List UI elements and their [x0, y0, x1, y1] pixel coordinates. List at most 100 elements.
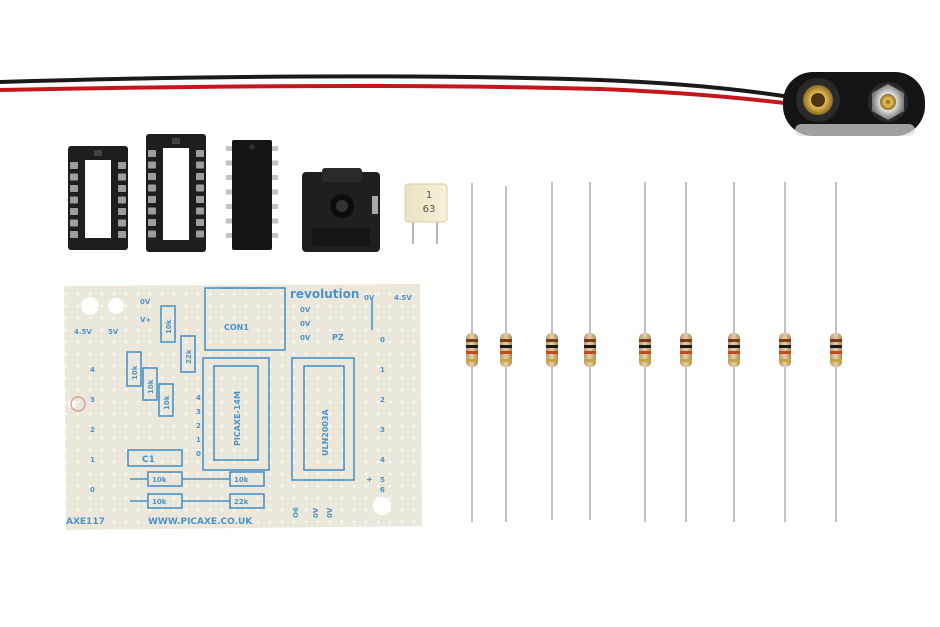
resistor: [584, 182, 596, 520]
pcb-label-10k: 10k: [163, 395, 171, 410]
pcb-board: revolution WWW.PICAXE.CO.UK AXE117 CON1 …: [64, 284, 422, 530]
socket-contact: [118, 162, 126, 169]
socket-contact: [148, 230, 156, 238]
pcb-pin-number: 6: [380, 486, 385, 494]
resistor: [500, 186, 512, 522]
pcb-label-0v: 0V: [140, 298, 151, 306]
socket-contact: [70, 162, 78, 169]
pcb-pin-number: 4: [196, 394, 201, 402]
pcb-label-0v: 0V: [300, 320, 311, 328]
chip-pin: [226, 160, 232, 166]
chip-pin: [272, 204, 278, 209]
chip-pin: [272, 175, 278, 180]
wire-black: [0, 74, 811, 102]
chip-pin: [272, 233, 278, 238]
audio-jack: [302, 168, 380, 252]
pcb-pin-number: 5: [380, 476, 385, 484]
socket-contact: [196, 173, 204, 180]
chip-pin: [272, 160, 278, 166]
chip-pin: [226, 175, 232, 180]
chip-pin: [226, 146, 232, 151]
pcb-label-0v: 0V: [300, 306, 311, 314]
pcb-brand: revolution: [290, 287, 359, 301]
pcb-cap-label: C1: [142, 455, 155, 465]
pcb-label-0v: 0V: [364, 294, 375, 302]
pcb-pin-number: 1: [380, 366, 385, 374]
socket-contact: [196, 161, 204, 169]
socket-contact: [70, 208, 78, 215]
resistor: [779, 182, 791, 522]
socket-contact: [148, 196, 156, 203]
pcb-pin-number: 1: [90, 456, 95, 464]
pcb-label-4-5v: 4.5V: [74, 328, 92, 336]
socket-contact: [148, 219, 156, 226]
resistor: [680, 182, 692, 522]
pcb-label-0v: 0V: [312, 507, 320, 518]
resistor: [728, 182, 740, 522]
pcb-label-22k: 22k: [234, 498, 249, 506]
socket-contact: [148, 161, 156, 169]
capacitor-value-bottom: 63: [423, 204, 436, 215]
chip-pin: [272, 146, 278, 151]
resistor: [639, 182, 651, 522]
socket-contact: [196, 150, 204, 157]
socket-contact: [118, 173, 126, 181]
pcb-label-10k: 10k: [152, 476, 167, 484]
pcb-pin-number: 3: [380, 426, 385, 434]
chip-pin: [272, 189, 278, 195]
chip-pin: [226, 204, 232, 209]
pcb-label-0v: 0V: [300, 334, 311, 342]
chip-pin: [272, 218, 278, 224]
pcb-label-0v: 0V: [326, 507, 334, 518]
battery-snap: [0, 72, 925, 136]
socket-contact: [196, 219, 204, 226]
socket-contact: [118, 231, 126, 238]
pcb-pin-number: 2: [90, 426, 95, 434]
socket-contact: [148, 207, 156, 215]
socket-contact: [118, 185, 126, 192]
ic-socket-16: [146, 134, 206, 252]
chip-pin: [226, 189, 232, 195]
resistor: [466, 183, 478, 522]
socket-contact: [196, 230, 204, 238]
pcb-label-10k: 10k: [152, 498, 167, 506]
pcb-pin-number: 0: [196, 450, 201, 458]
socket-contact: [196, 196, 204, 203]
pcb-plus: +: [366, 475, 373, 484]
ic-socket-14: [68, 146, 128, 250]
socket-contact: [196, 207, 204, 215]
socket-contact: [118, 219, 126, 227]
socket-contact: [118, 208, 126, 215]
socket-contact: [148, 150, 156, 157]
capacitor-value-top: 1: [426, 190, 432, 201]
socket-contact: [148, 184, 156, 192]
resistor: [830, 182, 842, 522]
pcb-con-label: CON1: [224, 323, 249, 332]
socket-contact: [70, 231, 78, 238]
pcb-pin-number: 3: [90, 396, 95, 404]
pcb-label-22k: 22k: [185, 349, 193, 364]
pcb-label-10k: 10k: [165, 319, 173, 334]
pcb-pin-number: 0: [90, 486, 95, 494]
dip-chip: [232, 140, 272, 250]
pcb-label-10k: 10k: [131, 365, 139, 380]
pcb-label-5v: 5V: [108, 328, 119, 336]
socket-contact: [70, 219, 78, 227]
pcb-pin-number: 2: [196, 422, 201, 430]
pcb-label-10k: 10k: [147, 379, 155, 394]
pcb-label-4-5v: 4.5V: [394, 294, 412, 302]
socket-contact: [118, 196, 126, 204]
socket-contact: [148, 173, 156, 180]
pcb-chip1-label: PICAXE-14M: [233, 391, 242, 446]
pcb-pin-number: 2: [380, 396, 385, 404]
socket-contact: [70, 196, 78, 204]
pcb-code: AXE117: [66, 517, 105, 527]
pcb-pin-number: 0: [380, 336, 385, 344]
pcb-pz-label: PZ: [332, 333, 344, 342]
resistor: [546, 182, 558, 520]
pcb-website: WWW.PICAXE.CO.UK: [148, 517, 253, 527]
pcb-pin-number: 4: [380, 456, 385, 464]
pcb-label-10k: 10k: [234, 476, 249, 484]
chip-pin: [226, 233, 232, 238]
